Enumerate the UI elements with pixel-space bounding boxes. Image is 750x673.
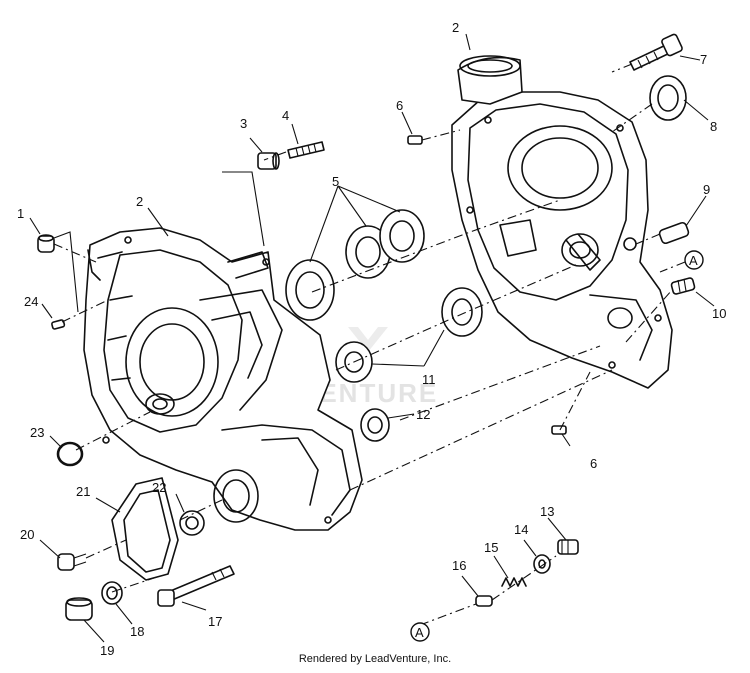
reference-marker-a-top: A <box>659 250 704 273</box>
part-17-long-bolt <box>157 565 235 607</box>
reference-a-bottom-label: A <box>415 625 424 640</box>
part-18-washer <box>101 581 123 605</box>
callout-20: 20 <box>20 527 34 542</box>
part-23-o-ring <box>56 441 84 467</box>
callout-22: 22 <box>152 480 166 495</box>
callout-24: 24 <box>24 294 38 309</box>
part-3-bushing <box>257 152 280 170</box>
callout-23: 23 <box>30 425 44 440</box>
part-24-dowel-pin <box>51 319 66 330</box>
part-10-fitting <box>670 277 696 295</box>
part-12-bearing <box>360 408 390 442</box>
callout-6-top: 6 <box>396 98 403 113</box>
reference-marker-a-bottom: A <box>410 622 430 642</box>
footer-credit: Rendered by LeadVenture, Inc. <box>298 653 452 665</box>
callout-15: 15 <box>484 540 498 555</box>
part-21-cover <box>111 477 179 581</box>
part-9-plug <box>658 221 690 245</box>
callout-19: 19 <box>100 643 114 658</box>
part-1-cap <box>37 234 55 253</box>
callout-11: 11 <box>422 372 436 387</box>
callout-5: 5 <box>332 174 339 189</box>
part-13-drain-bolt <box>557 539 579 555</box>
callout-4: 4 <box>282 108 289 123</box>
callout-2-left: 2 <box>136 194 143 209</box>
callout-3: 3 <box>240 116 247 131</box>
part-19-drain-plug <box>65 597 93 621</box>
callout-16: 16 <box>452 558 466 573</box>
callout-13: 13 <box>540 504 554 519</box>
leader-lines <box>29 33 715 643</box>
reference-a-top-label: A <box>689 253 698 268</box>
callout-9: 9 <box>703 182 710 197</box>
callout-labels: 1 2 2 3 4 5 6 6 7 8 9 10 11 12 13 14 15 … <box>17 20 726 658</box>
assembly-lines <box>53 63 673 626</box>
callout-17: 17 <box>208 614 222 629</box>
right-crankcase <box>451 55 673 389</box>
part-4-stud <box>287 141 325 159</box>
callout-12: 12 <box>416 407 430 422</box>
left-crankcase <box>83 227 363 531</box>
part-5-bearings <box>285 209 425 321</box>
part-15-spring <box>501 577 527 587</box>
callout-1: 1 <box>17 206 24 221</box>
callout-10: 10 <box>712 306 726 321</box>
callout-21: 21 <box>76 484 90 499</box>
part-20-screw <box>57 553 87 571</box>
part-7-bolt <box>629 33 683 71</box>
callout-2-right: 2 <box>452 20 459 35</box>
part-16-plunger <box>475 595 493 607</box>
callout-14: 14 <box>514 522 528 537</box>
callout-18: 18 <box>130 624 144 639</box>
part-8-oil-seal <box>649 75 687 121</box>
callout-7: 7 <box>700 52 707 67</box>
part-14-washer <box>533 554 551 574</box>
callout-6-bottom: 6 <box>590 456 597 471</box>
callout-8: 8 <box>710 119 717 134</box>
